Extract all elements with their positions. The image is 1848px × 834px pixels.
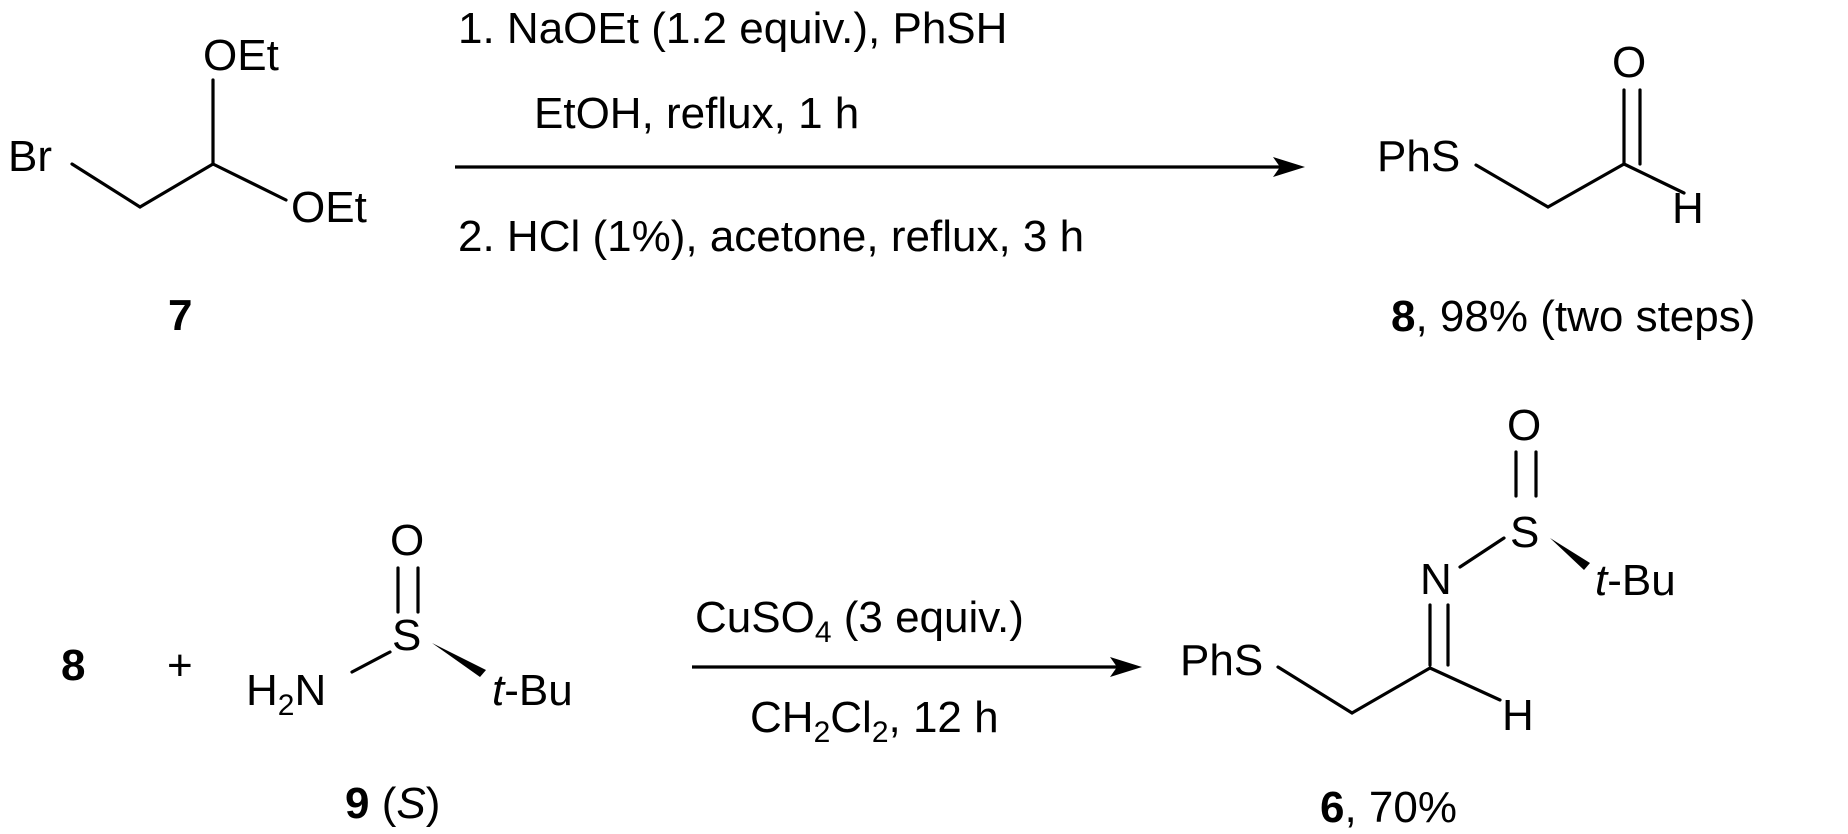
- cuso4-main: CuSO: [695, 593, 815, 642]
- compound-6-label: 6, 70%: [1320, 783, 1457, 832]
- phenylthio-group: PhS: [1377, 132, 1460, 181]
- condition-step-1-solvent: EtOH, reflux, 1 h: [534, 89, 859, 138]
- compound-8-yield: , 98% (two steps): [1415, 292, 1755, 341]
- compound-6: O S t-Bu N PhS H 6, 70%: [1180, 401, 1676, 832]
- amino-n: N: [294, 666, 326, 715]
- condition-cuso4: CuSO4 (3 equiv.): [695, 593, 1024, 649]
- product-bond-ch2-ch: [1350, 666, 1432, 715]
- ethoxy-bottom: OEt: [291, 183, 367, 232]
- imine-nitrogen: N: [1420, 555, 1452, 604]
- aldehyde-hydrogen: H: [1672, 184, 1704, 233]
- wedge-bond-s-tbu: [432, 643, 486, 677]
- solvent-ch: CH: [750, 693, 814, 742]
- bond-s-ch2: [1474, 163, 1550, 209]
- product-wedge-bond: [1550, 538, 1590, 570]
- compound-6-yield: , 70%: [1344, 783, 1457, 832]
- compound-6-number: 6: [1320, 783, 1344, 832]
- solvent-time: , 12 h: [889, 693, 999, 742]
- compound-9: O S H2N t-Bu 9 (S): [246, 516, 573, 828]
- bond-br-ch2: [70, 162, 142, 209]
- reaction-2-conditions: CuSO4 (3 equiv.) CH2Cl2, 12 h: [692, 593, 1142, 749]
- product-phenylthio: PhS: [1180, 636, 1263, 685]
- compound-7-label: 7: [168, 291, 192, 340]
- bond-c-h: [1622, 162, 1686, 195]
- tert-butyl-group: t-Bu: [492, 666, 573, 715]
- compound-9-paren-close: ): [426, 779, 441, 828]
- bond-ch-oet-bottom: [211, 162, 288, 202]
- condition-solvent-time: CH2Cl2, 12 h: [750, 693, 999, 749]
- product-tbu-rest: -Bu: [1607, 556, 1675, 605]
- product-bond-s-ch2: [1276, 665, 1354, 715]
- sulfur-atom: S: [392, 611, 421, 660]
- solvent-sub-a: 2: [814, 716, 831, 749]
- product-sulfur-atom: S: [1510, 508, 1539, 557]
- condition-step-2: 2. HCl (1%), acetone, reflux, 3 h: [458, 212, 1084, 261]
- product-tbu-t: t: [1595, 556, 1609, 605]
- compound-8-label: 8, 98% (two steps): [1391, 292, 1755, 341]
- carbonyl-oxygen: O: [1612, 38, 1646, 87]
- reactant-8-label: 8: [61, 641, 85, 690]
- arrowhead-2: [1110, 657, 1142, 677]
- reaction-1-conditions: 1. NaOEt (1.2 equiv.), PhSH EtOH, reflux…: [455, 4, 1305, 261]
- arrowhead-1: [1273, 157, 1305, 177]
- compound-9-number: 9: [345, 779, 369, 828]
- amino-h: H: [246, 666, 278, 715]
- compound-9-paren-open: (: [369, 779, 396, 828]
- bond-n-s: [350, 650, 392, 674]
- solvent-cl: Cl: [830, 693, 872, 742]
- ethoxy-top: OEt: [203, 31, 279, 80]
- tbu-rest: -Bu: [504, 666, 572, 715]
- cuso4-equiv: (3 equiv.): [832, 593, 1024, 642]
- tbu-t: t: [492, 666, 506, 715]
- compound-7: Br OEt OEt 7: [8, 31, 367, 340]
- bromo-atom: Br: [8, 132, 52, 181]
- condition-step-1: 1. NaOEt (1.2 equiv.), PhSH: [458, 4, 1007, 53]
- compound-9-config: S: [396, 779, 425, 828]
- cuso4-subscript: 4: [815, 616, 832, 649]
- sulfinyl-oxygen: O: [390, 516, 424, 565]
- compound-9-label: 9 (S): [345, 779, 440, 828]
- plus-sign: +: [167, 641, 193, 690]
- compound-8-number: 8: [1391, 292, 1415, 341]
- bond-ch2-cho: [1546, 162, 1626, 209]
- product-tert-butyl: t-Bu: [1595, 556, 1676, 605]
- product-sulfinyl-oxygen: O: [1507, 401, 1541, 450]
- bond-ch2-ch: [138, 162, 215, 209]
- bond-n-s: [1458, 536, 1506, 569]
- amino-group: H2N: [246, 666, 326, 722]
- amino-subscript: 2: [278, 689, 295, 722]
- product-bond-c-h: [1428, 666, 1502, 702]
- imine-hydrogen: H: [1502, 691, 1534, 740]
- compound-8: PhS O H 8, 98% (two steps): [1377, 38, 1755, 341]
- solvent-sub-b: 2: [872, 716, 889, 749]
